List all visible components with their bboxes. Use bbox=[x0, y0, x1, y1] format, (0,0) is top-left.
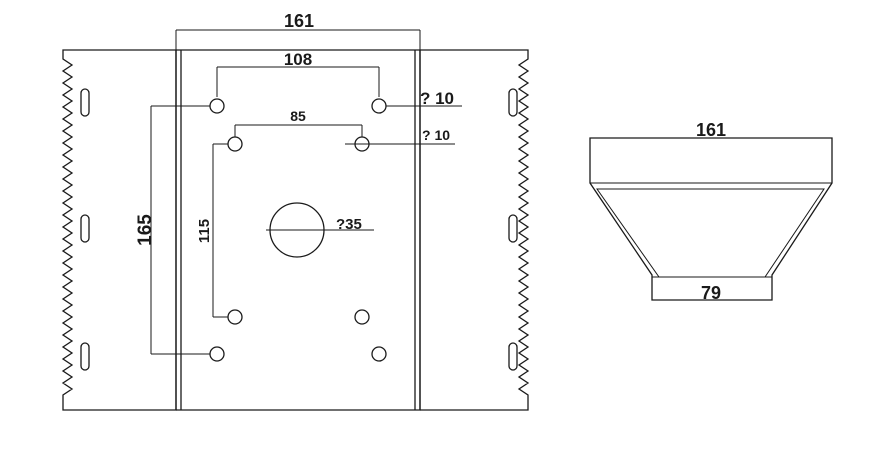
hole-inner-top-left bbox=[227, 136, 243, 152]
inner-hole-spacing-label: 85 bbox=[290, 108, 306, 124]
outer-vertical-spacing-label: 165 bbox=[135, 214, 156, 246]
side-view-bracket bbox=[589, 137, 833, 301]
hole-outer-bottom-left bbox=[209, 346, 225, 362]
hole-inner-bottom-right bbox=[354, 309, 370, 325]
inner-hole-diameter-label: ? 10 bbox=[422, 127, 450, 143]
outer-hole-diameter-label: ? 10 bbox=[420, 89, 454, 108]
slot-right-middle bbox=[508, 214, 518, 243]
slot-right-bottom bbox=[508, 342, 518, 371]
side-bottom-width-label: 79 bbox=[701, 283, 721, 303]
hole-inner-bottom-left bbox=[227, 309, 243, 325]
slot-left-top bbox=[80, 88, 90, 117]
side-view-outline bbox=[589, 137, 833, 301]
slot-right-top bbox=[508, 88, 518, 117]
slot-left-bottom bbox=[80, 342, 90, 371]
center-hole-diameter-label: ?35 bbox=[336, 216, 362, 233]
plate-outline bbox=[61, 49, 177, 411]
side-top-width-label: 161 bbox=[696, 120, 726, 140]
hole-outer-top-left bbox=[209, 98, 225, 114]
slot-left-middle bbox=[80, 214, 90, 243]
outer-hole-spacing-label: 108 bbox=[284, 50, 312, 69]
inner-vertical-spacing-label: 115 bbox=[196, 219, 213, 243]
hole-outer-top-right bbox=[371, 98, 387, 114]
front-top-width-label: 161 bbox=[284, 11, 314, 31]
front-view-dimensions: 161 108 ? 10 85 ? 10 ?35 165 115 bbox=[135, 11, 462, 355]
side-view-dimensions: 161 79 bbox=[696, 120, 726, 303]
hole-outer-bottom-right bbox=[371, 346, 387, 362]
